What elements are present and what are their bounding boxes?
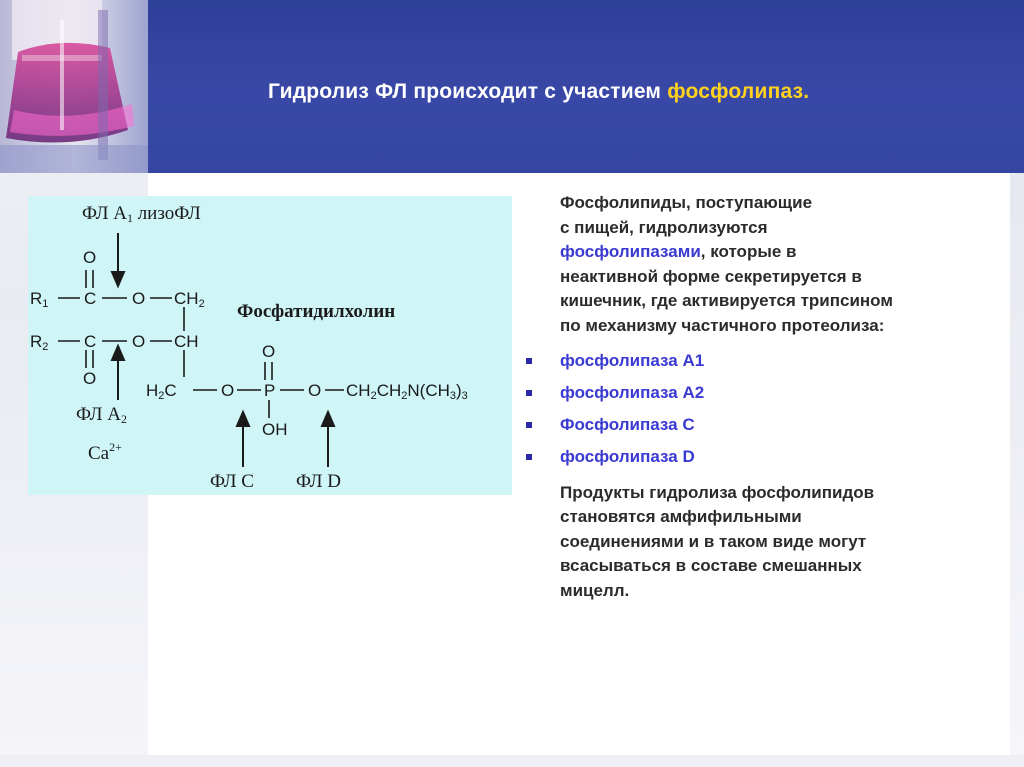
calcium-sup: 2+: [109, 440, 122, 454]
bullet-text-a1: фосфолипаза А1: [560, 350, 705, 370]
calcium-label: Ca2+: [88, 441, 122, 463]
phospholipases-term: фосфолипазами: [560, 242, 701, 262]
bullet-square-icon: [526, 421, 532, 428]
carbonyl-oxygen-top: O: [83, 248, 97, 267]
choline-oxygen: O: [308, 381, 322, 400]
formula-panel: [28, 196, 512, 495]
enzyme-a2-sub: 2: [120, 412, 127, 426]
h2c-group: H2C: [146, 382, 177, 402]
intro-line-2: с пищей, гидролизуются: [560, 217, 768, 237]
intro-line-6: по механизму частичного протеолиза:: [560, 315, 885, 335]
h2c-sub: 2: [158, 390, 165, 402]
outro-line-4: всасываться в составе смешанных: [560, 556, 862, 576]
enzyme-a2-text: ФЛ A: [76, 404, 121, 425]
bullet-square-icon: [526, 389, 532, 396]
bullet-text-c: Фосфолипаза С: [560, 414, 695, 434]
intro-line-1: Фосфолипиды, поступающие: [560, 193, 813, 212]
compound-name: Фосфатидилхолин: [237, 301, 396, 322]
choline-n: N(CH: [407, 381, 450, 400]
text-block: Фосфолипиды, поступающие с пищей, гидрол…: [526, 191, 1010, 604]
carbonyl-oxygen-bottom: O: [83, 369, 97, 388]
outro-line-5: мицелл.: [560, 580, 630, 600]
intro-paragraph: Фосфолипиды, поступающие с пищей, гидрол…: [560, 191, 1010, 339]
h2c-c: C: [164, 381, 177, 400]
bullet-text-d: фосфолипаза D: [560, 446, 695, 466]
slide-title: Гидролиз ФЛ происходит с участием фосфол…: [268, 80, 809, 104]
intro-line-3: фосфолипазами, которые в: [560, 240, 1010, 265]
h2c-h: H: [146, 381, 159, 400]
phosphate-oxo: O: [262, 342, 276, 361]
r2-group: R2: [30, 333, 48, 353]
r1-sub: 1: [42, 298, 49, 310]
title-text: Гидролиз ФЛ происходит с участием: [268, 80, 668, 103]
enzyme-list: фосфолипаза А1 фосфолипаза А2 Фосфолипаз…: [526, 345, 1010, 473]
row2-ch: CH: [174, 332, 199, 351]
enzyme-d-label: ФЛ D: [296, 471, 341, 492]
bottom-band: [0, 755, 1024, 767]
header-band: [0, 0, 1024, 173]
row1-ch-text: CH: [174, 289, 199, 308]
intro-line-3-rest: , которые в: [700, 242, 797, 262]
r1-text: R: [30, 289, 43, 308]
list-item: фосфолипаза А2: [526, 377, 1010, 409]
r1-group: R1: [30, 290, 48, 310]
enzyme-a1-label: ФЛ A1 лизоФЛ: [82, 204, 201, 224]
right-edge-decor: [1010, 173, 1024, 767]
calcium-text: Ca: [88, 443, 110, 464]
enzyme-a1-text: ФЛ A: [82, 203, 127, 224]
bullet-square-icon: [526, 453, 532, 460]
row1-oxygen: O: [132, 289, 146, 308]
choline-close: ): [456, 381, 462, 400]
row2-carbon: C: [84, 332, 97, 351]
outro-line-1: Продукты гидролиза фосфолипидов: [560, 482, 875, 502]
outro-line-3: соединениями и в таком виде могут: [560, 531, 867, 551]
outro-paragraph: Продукты гидролиза фосфолипидов становят…: [560, 481, 1010, 604]
r2-sub: 2: [42, 341, 49, 353]
lyso-text: лизоФЛ: [132, 203, 201, 224]
choline-chain: CH2CH2N(CH3)3: [346, 382, 468, 402]
outro-line-2: становятся амфифильными: [560, 507, 802, 527]
r2-text: R: [30, 332, 43, 351]
choline-sub-a: 2: [370, 390, 377, 402]
intro-line-4: неактивной форме секретируется в: [560, 266, 862, 286]
list-item: Фосфолипаза С: [526, 409, 1010, 441]
choline-sub-c: 3: [449, 390, 456, 402]
row1-carbon: C: [84, 289, 97, 308]
choline-ch-b: CH: [376, 381, 402, 400]
row2-oxygen: O: [132, 332, 146, 351]
ester-oxygen: O: [221, 381, 235, 400]
row1-ch-sub: 2: [198, 298, 205, 310]
bullet-text-a2: фосфолипаза А2: [560, 382, 705, 402]
list-item: фосфолипаза D: [526, 441, 1010, 473]
choline-ch-a: CH: [346, 381, 371, 400]
title-accent: фосфолипаз.: [667, 80, 810, 103]
flask-photo-icon: [0, 0, 148, 173]
phosphate-oh: OH: [262, 420, 288, 439]
intro-line-5: кишечник, где активируется трипсином: [560, 291, 893, 311]
enzyme-a2-label: ФЛ A2: [76, 405, 127, 425]
list-item: фосфолипаза А1: [526, 345, 1010, 377]
enzyme-a1-sub: 1: [126, 211, 133, 225]
bullet-square-icon: [526, 357, 532, 364]
phosphorus: P: [264, 381, 276, 400]
choline-sub-b: 2: [401, 390, 408, 402]
row1-ch2: CH2: [174, 290, 205, 310]
enzyme-c-label: ФЛ C: [210, 471, 254, 492]
choline-sub-d: 3: [461, 390, 468, 402]
